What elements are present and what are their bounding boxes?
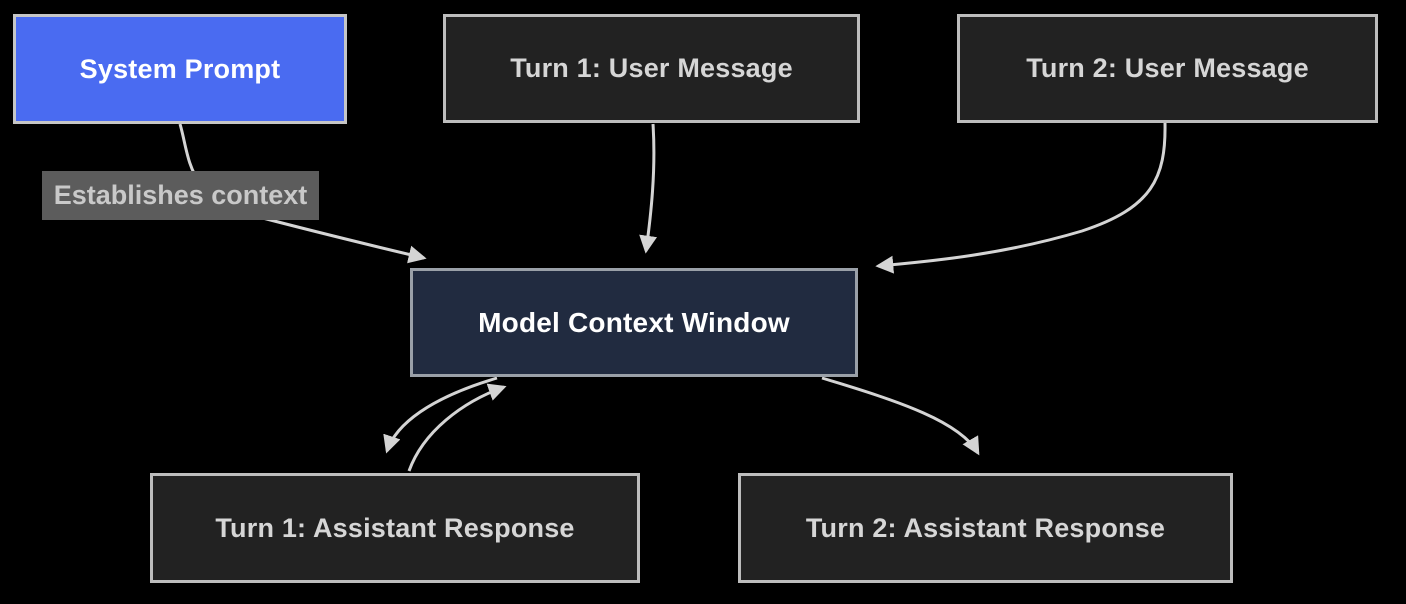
- node-model-context-window-label: Model Context Window: [478, 306, 790, 338]
- node-system-prompt-label: System Prompt: [79, 53, 281, 84]
- node-system-prompt: System Prompt: [13, 14, 347, 124]
- node-turn1-assistant-response: Turn 1: Assistant Response: [150, 473, 640, 583]
- node-turn1-user-message: Turn 1: User Message: [443, 14, 860, 123]
- edge-label-establishes-context: Establishes context: [42, 171, 319, 220]
- edge-turn1-assistant-to-context-window: [407, 383, 507, 472]
- edge-turn2-user-to-context-window: [875, 122, 1167, 274]
- node-turn1-assistant-response-label: Turn 1: Assistant Response: [215, 512, 575, 543]
- node-turn2-assistant-response: Turn 2: Assistant Response: [738, 473, 1233, 583]
- edge-context-window-to-turn2-assistant: [821, 376, 980, 456]
- edge-turn1-user-to-context-window: [639, 123, 658, 254]
- edge-label-text: Establishes context: [53, 180, 308, 210]
- node-model-context-window: Model Context Window: [410, 268, 858, 377]
- node-turn2-assistant-response-label: Turn 2: Assistant Response: [805, 512, 1166, 543]
- node-turn1-user-message-label: Turn 1: User Message: [510, 53, 793, 83]
- edge-context-window-to-turn1-assistant: [383, 376, 498, 454]
- node-turn2-user-message-label: Turn 2: User Message: [1026, 53, 1309, 83]
- node-turn2-user-message: Turn 2: User Message: [957, 14, 1378, 123]
